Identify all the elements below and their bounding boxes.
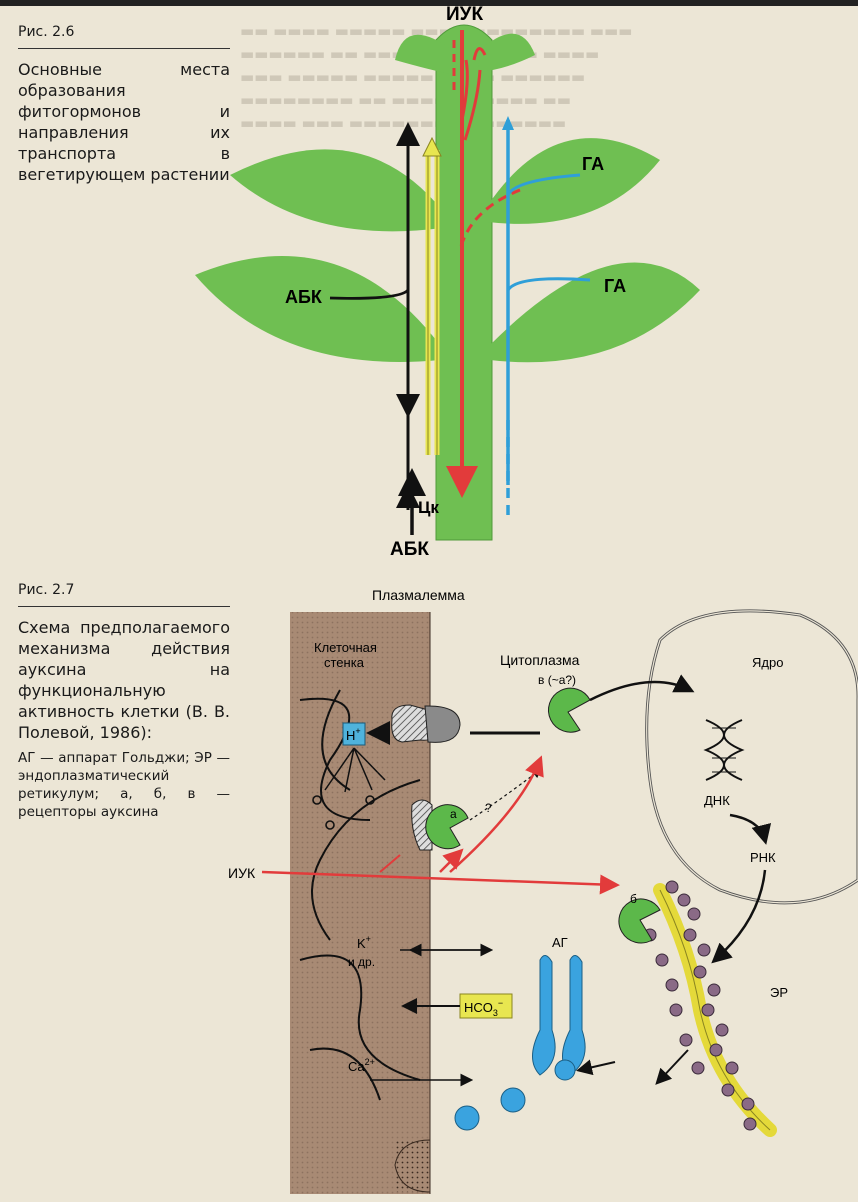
fig27-title: Схема предполагаемого механизма действия… <box>18 618 230 742</box>
label-cytoplasm: Цитоплазма <box>500 652 580 668</box>
svg-text:Ca2+: Ca2+ <box>348 1057 375 1074</box>
fig27-caption: Рис. 2.7 Схема предполагаемого механизма… <box>18 582 230 821</box>
label-plasmalemma: Плазмалемма <box>372 587 465 603</box>
apex-leaf-right <box>478 33 535 72</box>
fig26-rule <box>18 48 230 49</box>
label-ca: Ca <box>348 1059 365 1074</box>
svg-text:HCO3−: HCO3− <box>464 998 503 1018</box>
label-golgi: АГ <box>552 935 568 950</box>
label-hco-sup: − <box>498 998 503 1008</box>
label-h: H <box>346 728 355 743</box>
label-k-sup: + <box>366 934 371 944</box>
label-h-sup: + <box>355 726 360 736</box>
receptor-a <box>411 799 469 851</box>
receptor-b <box>618 898 661 944</box>
label-hco: HCO <box>464 1000 493 1015</box>
vesicles <box>454 1059 576 1131</box>
label-k: K <box>357 936 366 951</box>
receptor-v <box>548 687 591 733</box>
label-question: ? <box>485 801 492 815</box>
label-abk-left: АБК <box>285 287 323 307</box>
label-receptor-v: в (~а?) <box>538 673 576 687</box>
apex-leaf-left <box>395 34 455 75</box>
label-ga-top: ГА <box>582 154 604 174</box>
golgi-apparatus <box>532 955 586 1076</box>
endoplasmic-reticulum <box>653 883 777 1137</box>
label-er: ЭР <box>770 985 788 1000</box>
top-rule <box>0 0 858 6</box>
dna-helix-icon <box>703 719 745 781</box>
svg-text:H+: H+ <box>346 726 361 743</box>
label-iuk-top: ИУК <box>446 4 483 25</box>
plant-diagram: ИУК ГА ГА АБК Цк АБК <box>195 4 700 560</box>
leaf-upper-right <box>488 138 660 224</box>
label-abk-bottom: АБК <box>390 539 429 560</box>
label-k-more: и др. <box>348 955 375 969</box>
fig27-label: Рис. 2.7 <box>18 582 75 598</box>
label-ca-sup: 2+ <box>365 1057 375 1067</box>
label-cell-wall-2: стенка <box>324 655 365 670</box>
label-ck: Цк <box>418 498 439 517</box>
leaf-middle-left <box>195 256 440 362</box>
svg-text:K+: K+ <box>357 934 371 951</box>
fig26-label: Рис. 2.6 <box>18 24 75 40</box>
label-receptor-a: а <box>450 807 457 821</box>
label-hco-sub: 3 <box>493 1008 498 1018</box>
label-rna: РНК <box>750 850 776 865</box>
label-dna: ДНК <box>704 793 730 808</box>
leaf-middle-right <box>490 262 700 363</box>
label-nucleus: Ядро <box>752 655 783 670</box>
fig26-caption: Рис. 2.6 Основные места образования фито… <box>18 24 230 185</box>
label-receptor-b: б <box>630 892 637 906</box>
label-cell-wall-1: Клеточная <box>314 640 377 655</box>
proton-pump <box>391 704 461 743</box>
fig26-title: Основные места образования фитогормонов … <box>18 60 230 184</box>
h-ion-box <box>342 722 366 746</box>
label-ga-bottom: ГА <box>604 276 626 296</box>
fig27-rule <box>18 606 230 607</box>
leaf-upper-left <box>230 149 442 232</box>
cell-diagram: Плазмалемма Клеточная стенка Цитоплазма … <box>228 587 858 1194</box>
label-iuk-cell: ИУК <box>228 865 256 881</box>
ribosomes <box>643 880 757 1131</box>
fig27-note: АГ — аппарат Гольджи; ЭР — эндоплазматич… <box>18 750 230 820</box>
